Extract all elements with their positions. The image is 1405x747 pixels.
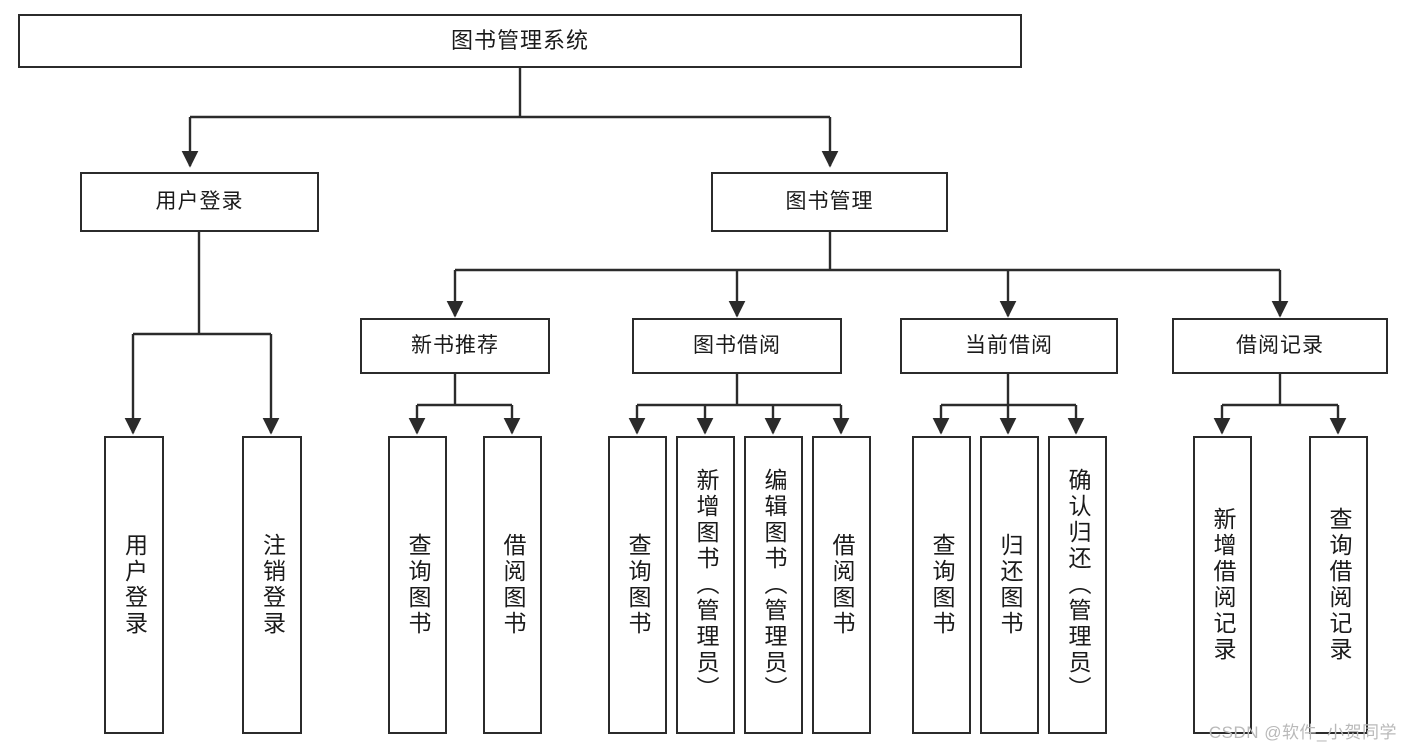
- node-new-book-recommend[interactable]: 新书推荐: [360, 318, 550, 374]
- node-leaf-edit-book-label: 编辑图书（管理员）: [761, 468, 787, 702]
- node-book-borrow-label: 图书借阅: [693, 333, 781, 357]
- node-leaf-return-book-label: 归还图书: [997, 533, 1023, 637]
- node-leaf-add-book-label: 新增图书（管理员）: [693, 468, 719, 702]
- node-leaf-logout[interactable]: 注销登录: [242, 436, 302, 734]
- node-leaf-query-borrow-record[interactable]: 查询借阅记录: [1309, 436, 1368, 734]
- node-leaf-edit-book[interactable]: 编辑图书（管理员）: [744, 436, 803, 734]
- node-leaf-query-book-borrow[interactable]: 查询图书: [608, 436, 667, 734]
- node-leaf-query-book-current[interactable]: 查询图书: [912, 436, 971, 734]
- node-leaf-query-book-borrow-label: 查询图书: [625, 533, 651, 637]
- node-leaf-query-book-new-recommend[interactable]: 查询图书: [388, 436, 447, 734]
- csdn-watermark: CSDN @软件_小贺同学: [1208, 723, 1397, 742]
- node-user-login-label: 用户登录: [155, 189, 244, 213]
- node-leaf-query-borrow-record-label: 查询借阅记录: [1326, 507, 1352, 663]
- node-leaf-query-book-new-recommend-label: 查询图书: [405, 533, 431, 637]
- node-leaf-borrow-book-new-recommend[interactable]: 借阅图书: [483, 436, 542, 734]
- node-leaf-borrow-book[interactable]: 借阅图书: [812, 436, 871, 734]
- node-borrow-record[interactable]: 借阅记录: [1172, 318, 1388, 374]
- node-leaf-user-login-label: 用户登录: [121, 533, 148, 637]
- node-leaf-confirm-return[interactable]: 确认归还（管理员）: [1048, 436, 1107, 734]
- node-leaf-query-book-current-label: 查询图书: [929, 533, 955, 637]
- node-user-login[interactable]: 用户登录: [80, 172, 319, 232]
- node-leaf-add-book[interactable]: 新增图书（管理员）: [676, 436, 735, 734]
- node-book-borrow[interactable]: 图书借阅: [632, 318, 842, 374]
- node-leaf-logout-label: 注销登录: [259, 533, 286, 637]
- node-book-management[interactable]: 图书管理: [711, 172, 948, 232]
- node-new-book-recommend-label: 新书推荐: [411, 333, 499, 357]
- node-root-label: 图书管理系统: [450, 28, 589, 54]
- node-leaf-borrow-book-label: 借阅图书: [829, 533, 855, 637]
- node-leaf-user-login[interactable]: 用户登录: [104, 436, 164, 734]
- node-book-management-label: 图书管理: [785, 189, 874, 213]
- node-leaf-add-borrow-record-label: 新增借阅记录: [1210, 507, 1236, 663]
- node-borrow-record-label: 借阅记录: [1236, 333, 1324, 357]
- node-leaf-confirm-return-label: 确认归还（管理员）: [1065, 468, 1091, 702]
- node-leaf-add-borrow-record[interactable]: 新增借阅记录: [1193, 436, 1252, 734]
- node-leaf-borrow-book-new-recommend-label: 借阅图书: [500, 533, 526, 637]
- node-root-book-management-system[interactable]: 图书管理系统: [18, 14, 1022, 68]
- node-leaf-return-book[interactable]: 归还图书: [980, 436, 1039, 734]
- node-current-borrow[interactable]: 当前借阅: [900, 318, 1118, 374]
- node-current-borrow-label: 当前借阅: [965, 333, 1053, 357]
